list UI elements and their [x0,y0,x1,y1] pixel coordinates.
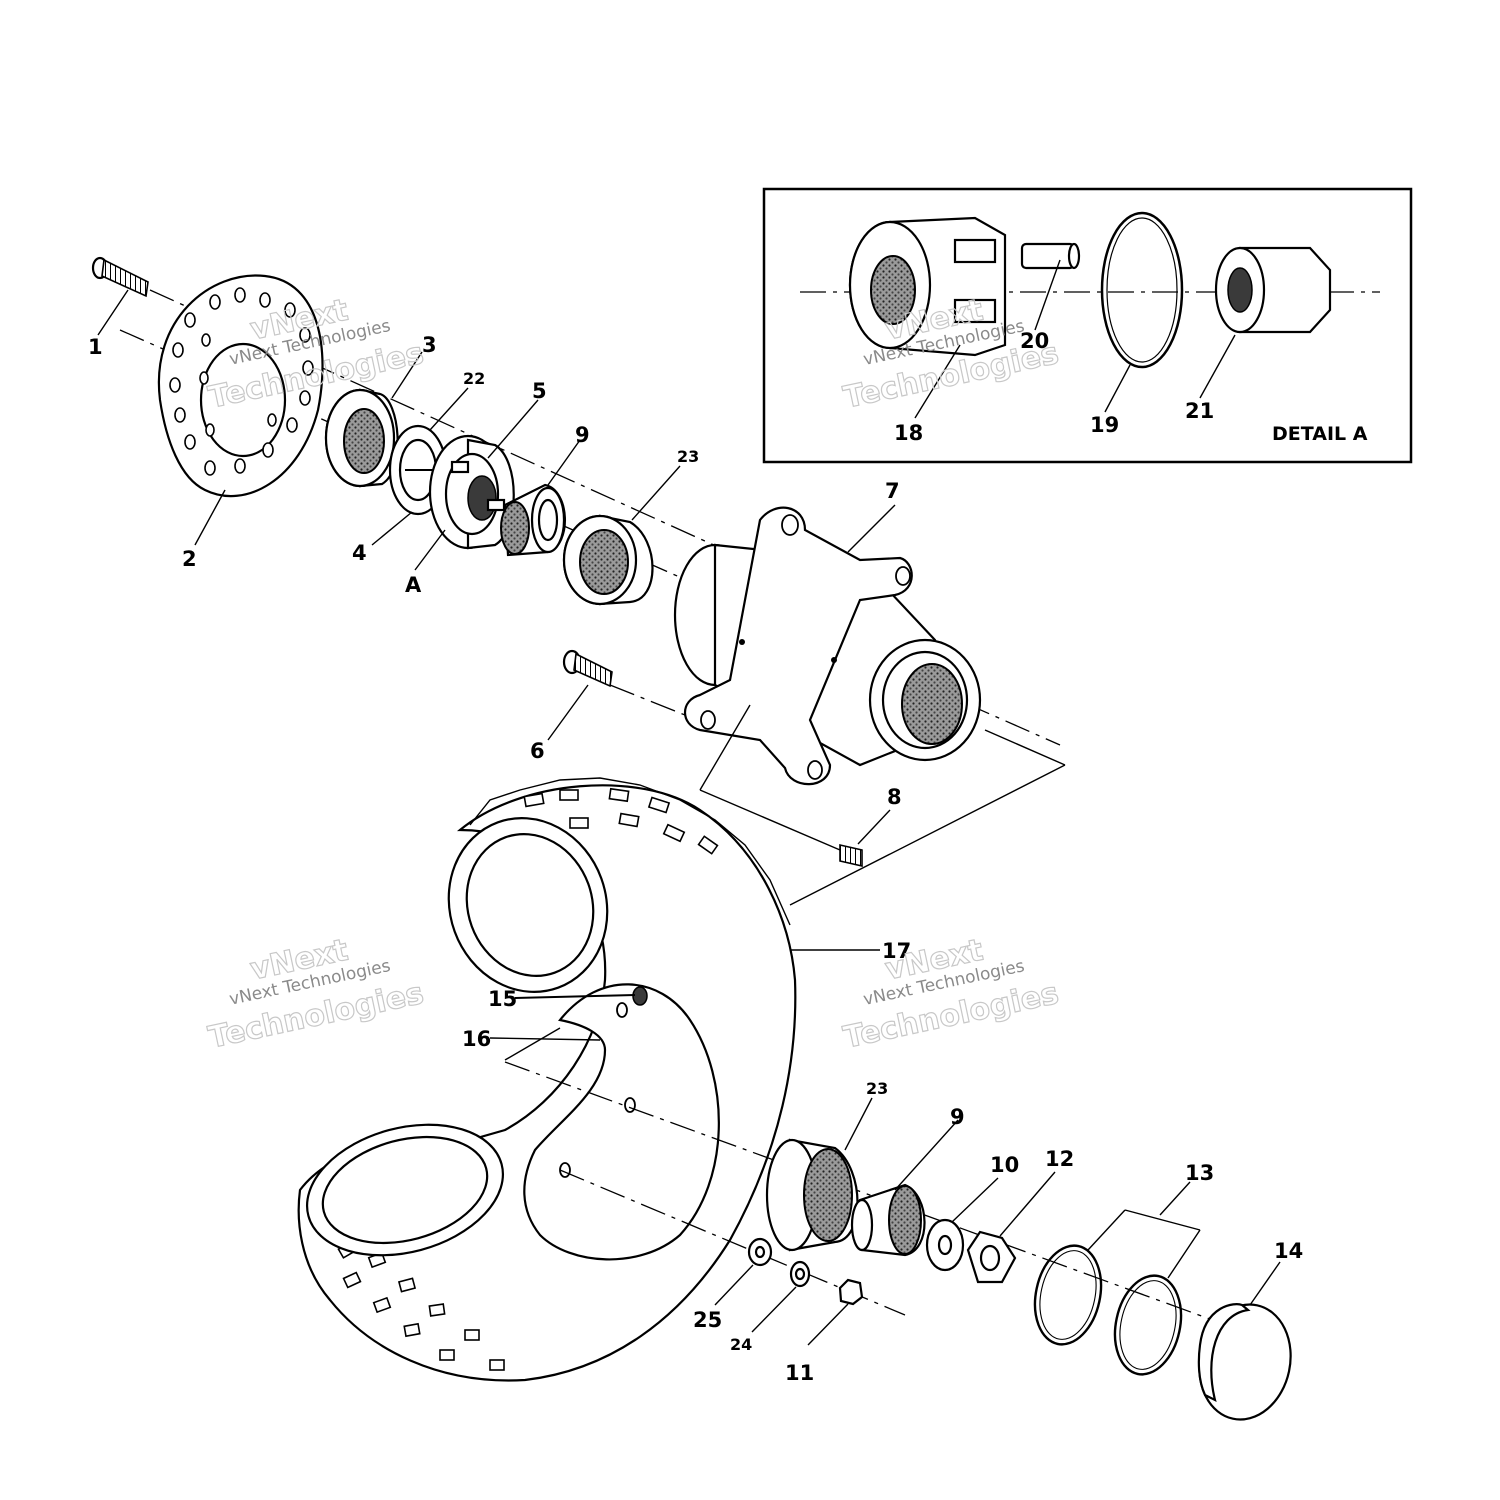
label-16: 16 [462,1027,491,1051]
race-part-23-upper [562,514,654,606]
label-13: 13 [1185,1161,1214,1185]
pin-part-20 [1020,242,1081,270]
label-17: 17 [882,939,911,963]
label-A: A [405,573,422,597]
label-22: 22 [463,369,485,388]
bolt-part-6 [562,649,613,688]
cap-part-21 [1214,246,1332,334]
label-24: 24 [730,1335,752,1354]
ring-part-19 [1100,211,1184,369]
label-15: 15 [488,987,517,1011]
hub-housing-part-7 [673,506,982,786]
washer-part-25 [747,1237,773,1267]
label-1: 1 [88,335,103,359]
label-21: 21 [1185,399,1214,423]
race-part-3 [324,388,399,488]
label-9a: 9 [575,423,590,447]
tire-part-17 [297,777,797,1382]
label-10: 10 [990,1153,1019,1177]
label-19: 19 [1090,413,1119,437]
bearing-part-9-upper [500,483,566,557]
label-23b: 23 [866,1079,888,1098]
race-part-23-lower [765,1138,859,1252]
washer-part-10 [925,1218,965,1272]
nut-part-11 [838,1278,864,1306]
cap-part-14 [1197,1303,1292,1421]
label-23a: 23 [677,447,699,466]
label-5: 5 [532,379,547,403]
label-7: 7 [885,479,900,503]
label-6: 6 [530,739,545,763]
lockwasher-part-24 [789,1260,811,1288]
bearing-part-9-lower [850,1183,926,1257]
nut-part-12 [966,1230,1017,1284]
clutch-body-part-18 [848,216,1007,357]
screw-part-8 [839,843,863,868]
label-4: 4 [352,541,367,565]
label-12: 12 [1045,1147,1074,1171]
label-11: 11 [785,1361,814,1385]
detail-a-title: DETAIL A [1272,423,1368,445]
watermark: vNext vNext Technologies Technologies vN… [205,292,1062,1056]
label-9b: 9 [950,1105,965,1129]
label-8: 8 [887,785,902,809]
label-20: 20 [1020,329,1049,353]
label-3: 3 [422,333,437,357]
hub-clutch-part-5 [428,434,515,550]
label-18: 18 [894,421,923,445]
label-2: 2 [182,547,197,571]
label-25: 25 [693,1308,722,1332]
o-rings-part-13 [1033,1244,1183,1376]
bolt-part-1 [91,256,149,298]
label-14: 14 [1274,1239,1303,1263]
detail-a-inset: 20 18 19 21 DETAIL A [762,187,1413,464]
disc-part-2 [157,274,324,498]
